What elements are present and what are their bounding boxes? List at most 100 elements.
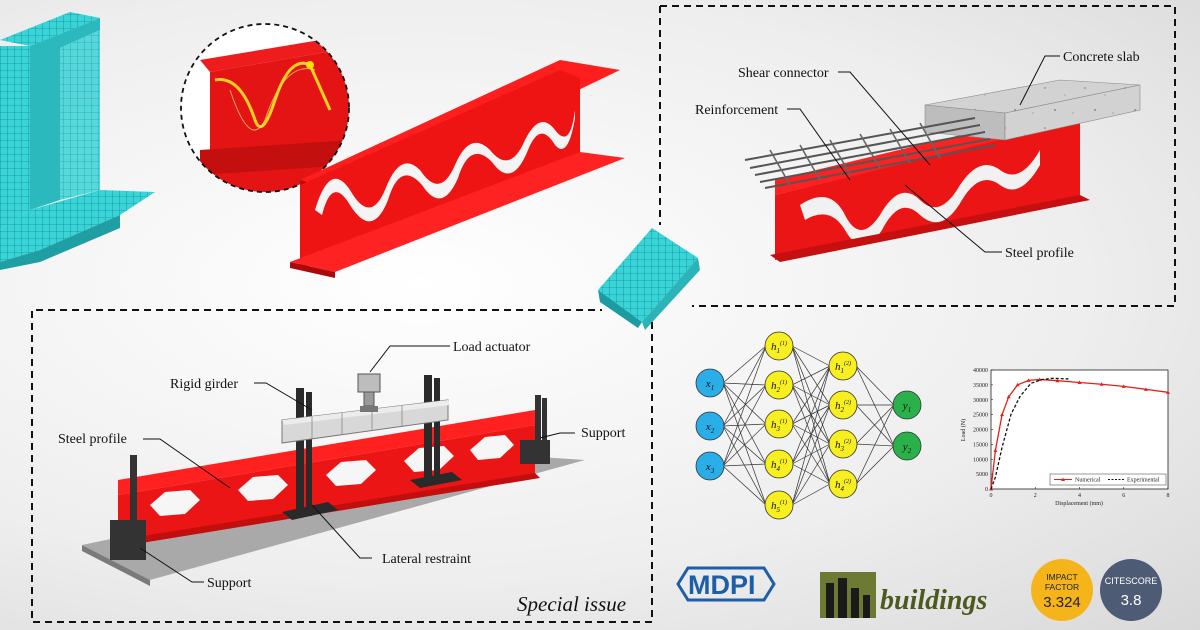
- chart-ytick-label: 0: [985, 487, 988, 493]
- label-steel-profile-bottom: Steel profile: [58, 432, 127, 447]
- nn-edge: [722, 382, 767, 465]
- chart-point: [1077, 380, 1082, 384]
- nn-node: h3(2): [828, 429, 858, 459]
- nn-node: x3: [695, 451, 725, 481]
- chart-xtick-label: 0: [990, 493, 993, 499]
- nn-edge: [722, 345, 767, 384]
- special-issue-label: Special issue: [517, 592, 626, 616]
- chart-ytick-label: 25000: [973, 413, 988, 419]
- mesh-beam-left: [0, 12, 155, 270]
- chart-xtick-label: 2: [1034, 493, 1037, 499]
- nn-node: h1(2): [828, 351, 858, 381]
- label-concrete-slab: Concrete slab: [1063, 50, 1140, 65]
- nn-edge: [855, 445, 895, 485]
- chart-point: [1026, 378, 1031, 382]
- nn-node-label: x1: [705, 378, 714, 392]
- label-reinforcement: Reinforcement: [695, 103, 778, 118]
- nn-edge: [791, 483, 831, 506]
- legend-numerical: Numerical: [1075, 478, 1101, 484]
- mdpi-logo: MDPI: [676, 566, 776, 602]
- chart-xtick-label: 4: [1078, 493, 1081, 499]
- sinusoidal-web-beam: [290, 60, 625, 278]
- nn-node: x2: [695, 411, 725, 441]
- legend-experimental: Experimental: [1127, 478, 1160, 484]
- nn-node: x1: [695, 368, 725, 398]
- chart-point: [993, 448, 998, 452]
- nn-edge: [791, 365, 831, 465]
- label-steel-profile-top: Steel profile: [1005, 246, 1074, 261]
- nn-node: h2(1): [764, 370, 794, 400]
- chart-point: [1143, 387, 1148, 391]
- nn-node: h1(1): [764, 331, 794, 361]
- label-support-left: Support: [207, 576, 251, 591]
- svg-text:IMPACT: IMPACT: [1046, 572, 1077, 582]
- chart-xtick-label: 8: [1167, 493, 1170, 499]
- nn-edge: [855, 365, 895, 447]
- impact-factor-badge: IMPACT FACTOR 3.324: [1031, 559, 1093, 621]
- nn-edge: [722, 345, 767, 467]
- nn-edge: [722, 423, 767, 467]
- nn-edge: [855, 404, 895, 447]
- chart-legend: Numerical Experimental: [1049, 473, 1167, 486]
- chart-ytick-label: 40000: [973, 368, 988, 374]
- label-lateral-restraint: Lateral restraint: [382, 552, 471, 567]
- nn-node: h4(1): [764, 449, 794, 479]
- leader-lines: [139, 55, 1060, 583]
- nn-node: h2(2): [828, 390, 858, 420]
- zoom-detail: [180, 23, 350, 193]
- svg-text:MDPI: MDPI: [688, 570, 756, 600]
- label-support-right: Support: [581, 426, 625, 441]
- mesh-cube: [598, 228, 700, 330]
- nn-edge: [722, 384, 767, 467]
- nn-node-label: y1: [902, 400, 911, 414]
- chart-ytick-label: 35000: [973, 383, 988, 389]
- label-load-actuator: Load actuator: [453, 340, 531, 355]
- nn-edge: [791, 365, 831, 506]
- svg-text:FACTOR: FACTOR: [1045, 582, 1079, 592]
- chart-point: [1006, 394, 1011, 399]
- nn-edge: [722, 345, 767, 427]
- nn-edge: [791, 365, 831, 386]
- nn-node-label: y2: [902, 441, 912, 455]
- nn-node-label: x3: [705, 461, 715, 475]
- neural-network: x1 x2 x3 h1(1) h2(1) h3(1) h4(1) h5(1) h1(2) h2(2…: [695, 331, 922, 520]
- svg-text:3.324: 3.324: [1043, 594, 1081, 611]
- svg-text:CITESCORE: CITESCORE: [1105, 576, 1158, 586]
- nn-edge: [791, 404, 831, 506]
- chart-ytick-label: 20000: [973, 428, 988, 434]
- chart-point: [1121, 384, 1126, 388]
- nn-edge: [791, 443, 831, 465]
- nn-node-label: x2: [705, 421, 715, 435]
- buildings-journal-logo: buildings: [820, 572, 987, 618]
- chart-xtick-label: 6: [1122, 493, 1125, 499]
- chart-ytick-label: 30000: [973, 398, 988, 404]
- nn-edge: [855, 404, 895, 485]
- test-setup-panel: [31, 309, 653, 623]
- svg-text:3.8: 3.8: [1121, 592, 1142, 609]
- chart-ylabel: Load (N): [960, 419, 967, 441]
- nn-edge: [722, 382, 767, 506]
- nn-connections: [722, 345, 895, 506]
- label-shear-connector: Shear connector: [738, 66, 829, 81]
- nn-edge: [722, 382, 767, 425]
- label-rigid-girder: Rigid girder: [170, 377, 238, 392]
- nn-node: h3(1): [764, 409, 794, 439]
- nn-node: h5(1): [764, 490, 794, 520]
- nn-edge: [722, 425, 767, 506]
- chart-point: [1166, 390, 1170, 394]
- chart-xlabel: Displacement (mm): [1055, 500, 1103, 507]
- chart-point: [1015, 382, 1020, 387]
- chart-point: [1055, 378, 1060, 383]
- nn-edge: [791, 365, 831, 425]
- nn-edge: [855, 404, 895, 445]
- chart-series-experimental: [990, 377, 1069, 490]
- chart-point: [1000, 412, 1005, 417]
- nn-edge: [722, 382, 767, 386]
- nn-node: y2: [892, 431, 922, 461]
- chart-ytick-label: 5000: [976, 472, 988, 478]
- svg-text:buildings: buildings: [880, 585, 987, 616]
- nn-edge: [791, 345, 831, 367]
- nn-edge: [722, 463, 767, 467]
